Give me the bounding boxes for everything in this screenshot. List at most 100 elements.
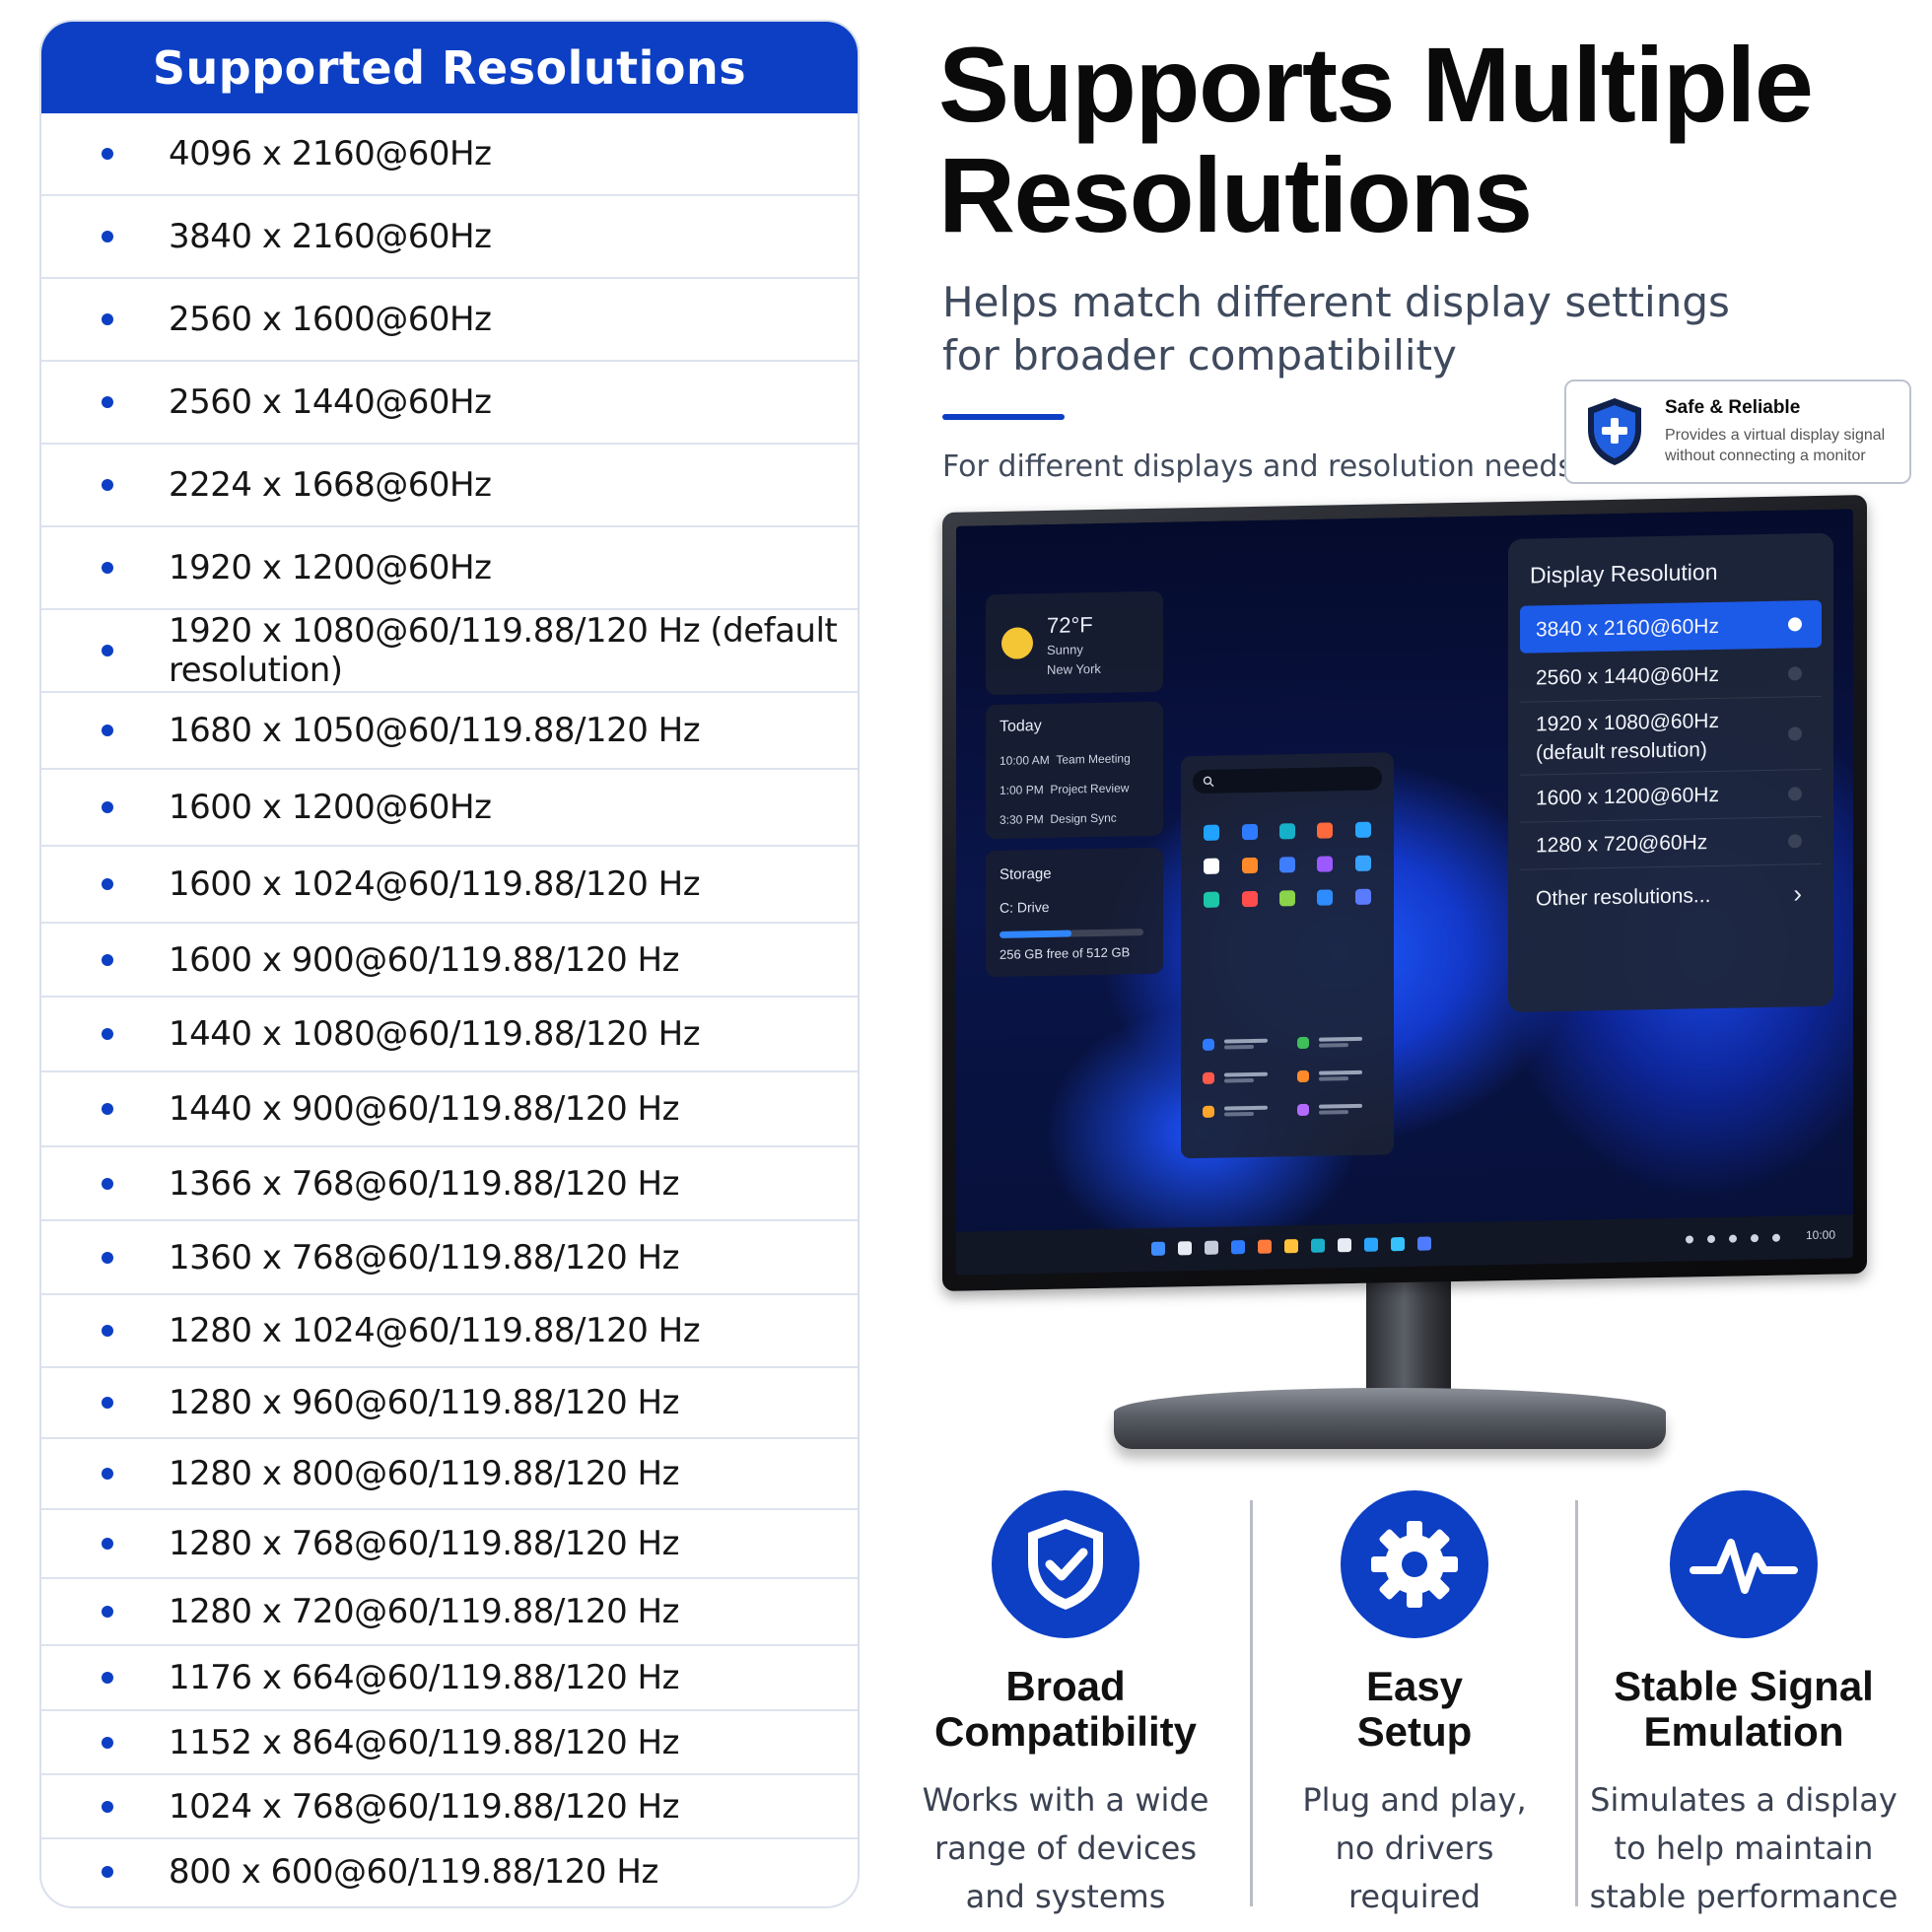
radio-icon[interactable] bbox=[1788, 665, 1802, 681]
recommended-item[interactable] bbox=[1297, 1069, 1362, 1083]
bullet-icon bbox=[102, 1468, 113, 1480]
app-icon[interactable] bbox=[1241, 890, 1258, 908]
app-icon[interactable] bbox=[1317, 856, 1334, 872]
tray-icon[interactable] bbox=[1729, 1234, 1737, 1243]
tray-icon[interactable] bbox=[1772, 1233, 1780, 1242]
start-search-input[interactable] bbox=[1193, 766, 1382, 794]
bullet-icon bbox=[102, 1866, 113, 1878]
taskbar-app-icon[interactable] bbox=[1391, 1236, 1405, 1252]
app-icon[interactable] bbox=[1354, 888, 1371, 905]
option-label: Other resolutions... bbox=[1536, 883, 1711, 910]
recommended-item[interactable] bbox=[1297, 1035, 1362, 1050]
taskbar-app-icon[interactable] bbox=[1205, 1240, 1218, 1255]
today-widget[interactable]: Today 10:00 AM Team Meeting 1:00 PM Proj… bbox=[986, 701, 1163, 840]
radio-icon[interactable] bbox=[1788, 725, 1802, 741]
app-icon bbox=[1297, 1103, 1309, 1117]
taskbar-app-icon[interactable] bbox=[1364, 1237, 1378, 1252]
recommended-item[interactable] bbox=[1203, 1070, 1268, 1085]
taskbar-app-icon[interactable] bbox=[1178, 1241, 1192, 1256]
bullet-icon bbox=[102, 878, 113, 890]
radio-icon[interactable] bbox=[1788, 833, 1802, 849]
page-title-line-2: Resolutions bbox=[938, 135, 1533, 254]
taskbar-app-icon[interactable] bbox=[1311, 1238, 1325, 1253]
pinned-apps bbox=[1193, 821, 1382, 908]
recommended-item[interactable] bbox=[1203, 1104, 1268, 1119]
app-icon[interactable] bbox=[1354, 855, 1371, 871]
other-resolutions-option[interactable]: Other resolutions... › bbox=[1520, 866, 1822, 926]
resolution-label: 1440 x 900@60/119.88/120 Hz bbox=[169, 1089, 679, 1129]
tray-icon[interactable] bbox=[1707, 1234, 1715, 1244]
app-icon[interactable] bbox=[1241, 857, 1258, 874]
resolution-option-3840x2160[interactable]: 3840 x 2160@60Hz bbox=[1520, 599, 1822, 654]
bullet-icon bbox=[102, 1103, 113, 1115]
resolution-item: 1280 x 720@60/119.88/120 Hz bbox=[41, 1579, 858, 1646]
bullet-icon bbox=[102, 562, 113, 574]
recommended-item[interactable] bbox=[1297, 1102, 1362, 1117]
bullet-icon bbox=[102, 1177, 113, 1190]
tray-icon[interactable] bbox=[1686, 1235, 1693, 1244]
app-icon[interactable] bbox=[1204, 858, 1220, 874]
bullet-icon bbox=[102, 396, 113, 408]
storage-drive: C: Drive bbox=[1000, 898, 1050, 916]
resolution-item: 1024 x 768@60/119.88/120 Hz bbox=[41, 1775, 858, 1839]
app-icon bbox=[1297, 1036, 1309, 1050]
radio-selected-icon[interactable] bbox=[1788, 617, 1802, 632]
recommended-item[interactable] bbox=[1203, 1037, 1268, 1052]
taskbar-app-icon[interactable] bbox=[1417, 1236, 1431, 1251]
option-label: 1920 x 1080@60Hz (default resolution) bbox=[1536, 709, 1719, 764]
radio-icon[interactable] bbox=[1788, 786, 1802, 801]
taskbar-app-icon[interactable] bbox=[1338, 1238, 1351, 1253]
feature-divider bbox=[1250, 1500, 1253, 1906]
app-icon[interactable] bbox=[1278, 890, 1295, 907]
resolution-label: 1280 x 720@60/119.88/120 Hz bbox=[169, 1592, 679, 1631]
monitor: 72°F Sunny New York Today 10:00 AM Team … bbox=[936, 494, 1873, 1459]
resolution-option-1600x1200[interactable]: 1600 x 1200@60Hz bbox=[1520, 769, 1822, 823]
resolution-item: 1280 x 800@60/119.88/120 Hz bbox=[41, 1439, 858, 1510]
resolution-option-1920x1080[interactable]: 1920 x 1080@60Hz (default resolution) bbox=[1520, 696, 1822, 776]
resolution-item: 1920 x 1200@60Hz bbox=[41, 527, 858, 610]
app-icon[interactable] bbox=[1317, 822, 1334, 839]
taskbar-app-icon[interactable] bbox=[1258, 1239, 1272, 1254]
resolution-item: 1600 x 900@60/119.88/120 Hz bbox=[41, 924, 858, 998]
weather-city: New York bbox=[1047, 660, 1101, 677]
app-icon[interactable] bbox=[1204, 824, 1220, 841]
taskbar-app-icon[interactable] bbox=[1231, 1240, 1245, 1255]
bullet-icon bbox=[102, 1251, 113, 1264]
app-icon[interactable] bbox=[1204, 891, 1220, 908]
bullet-icon bbox=[102, 645, 113, 656]
resolution-item: 1366 x 768@60/119.88/120 Hz bbox=[41, 1147, 858, 1221]
resolution-label: 1600 x 1024@60/119.88/120 Hz bbox=[169, 864, 701, 904]
search-icon bbox=[1203, 776, 1214, 788]
event-item: 1:00 PM Project Review bbox=[1000, 781, 1130, 797]
resolution-label: 1176 x 664@60/119.88/120 Hz bbox=[169, 1658, 679, 1697]
app-icon bbox=[1297, 1070, 1309, 1083]
chevron-right-icon: › bbox=[1793, 877, 1802, 908]
app-icon[interactable] bbox=[1354, 821, 1371, 838]
resolution-item: 1600 x 1024@60/119.88/120 Hz bbox=[41, 847, 858, 924]
app-icon bbox=[1203, 1038, 1214, 1051]
taskbar-icons bbox=[956, 1214, 1853, 1256]
storage-widget[interactable]: Storage C: Drive 256 GB free of 512 GB bbox=[986, 847, 1163, 978]
feature-divider bbox=[1575, 1500, 1578, 1906]
resolution-option-1280x720[interactable]: 1280 x 720@60Hz bbox=[1520, 816, 1822, 870]
app-icon[interactable] bbox=[1278, 857, 1295, 873]
feature-icon-circle bbox=[1670, 1490, 1818, 1638]
monitor-base bbox=[1114, 1388, 1666, 1449]
app-icon[interactable] bbox=[1278, 823, 1295, 840]
start-menu[interactable] bbox=[1181, 752, 1394, 1159]
weather-widget[interactable]: 72°F Sunny New York bbox=[986, 590, 1163, 696]
tray-icon[interactable] bbox=[1751, 1234, 1759, 1243]
app-icon[interactable] bbox=[1317, 889, 1334, 906]
app-icon[interactable] bbox=[1241, 823, 1258, 841]
taskbar-app-icon[interactable] bbox=[1151, 1241, 1165, 1256]
bullet-icon bbox=[102, 313, 113, 325]
option-label: 3840 x 2160@60Hz bbox=[1536, 614, 1719, 641]
option-label: 2560 x 1440@60Hz bbox=[1536, 662, 1719, 690]
resolution-option-2560x1440[interactable]: 2560 x 1440@60Hz bbox=[1520, 649, 1822, 703]
taskbar-app-icon[interactable] bbox=[1284, 1239, 1298, 1254]
resolution-label: 1152 x 864@60/119.88/120 Hz bbox=[169, 1722, 679, 1762]
